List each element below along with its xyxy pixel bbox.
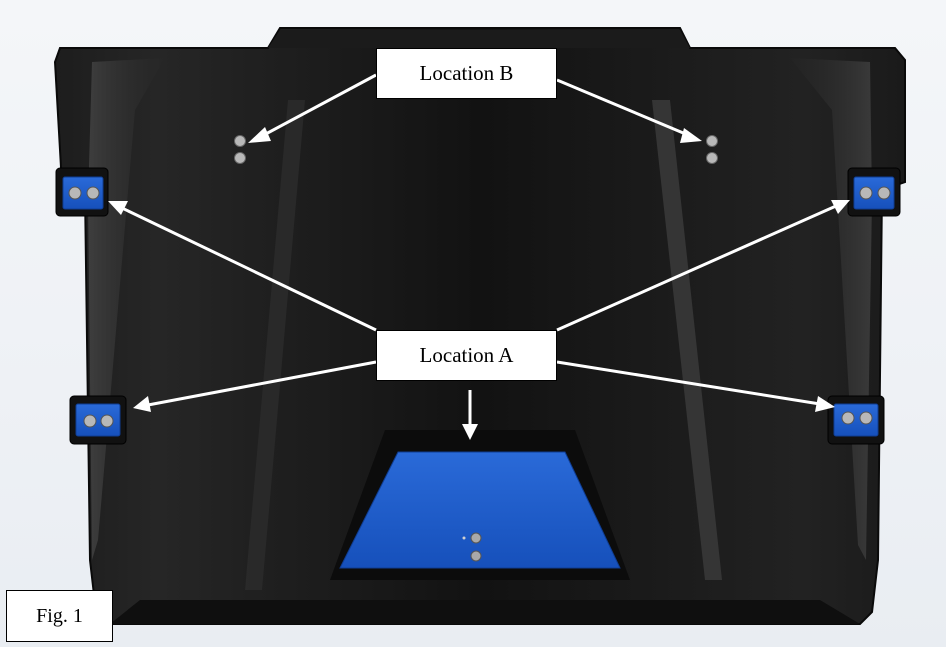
left-rail [245,100,305,590]
bottom-blue-pad [339,451,621,569]
callout-location-a: Location A [376,330,557,381]
mount-pad-bottom-left [69,395,127,445]
fastener-pair-b-left [234,135,246,164]
figure-caption: Fig. 1 [6,590,113,642]
mount-pad-top-left [55,167,109,217]
mount-pad-top-right [847,167,901,217]
mount-pad-bottom-right [827,395,885,445]
right-rail [652,100,722,580]
bottom-lip [110,600,860,624]
callout-location-b: Location B [376,48,557,99]
top-band [268,30,690,48]
pad-fastener [470,532,482,544]
arrows-location-b [248,73,702,143]
pad-fastener-small [462,536,466,540]
pad-fastener [470,550,482,562]
fastener-pair-b-right [706,135,718,164]
arrows-location-a [108,200,850,440]
